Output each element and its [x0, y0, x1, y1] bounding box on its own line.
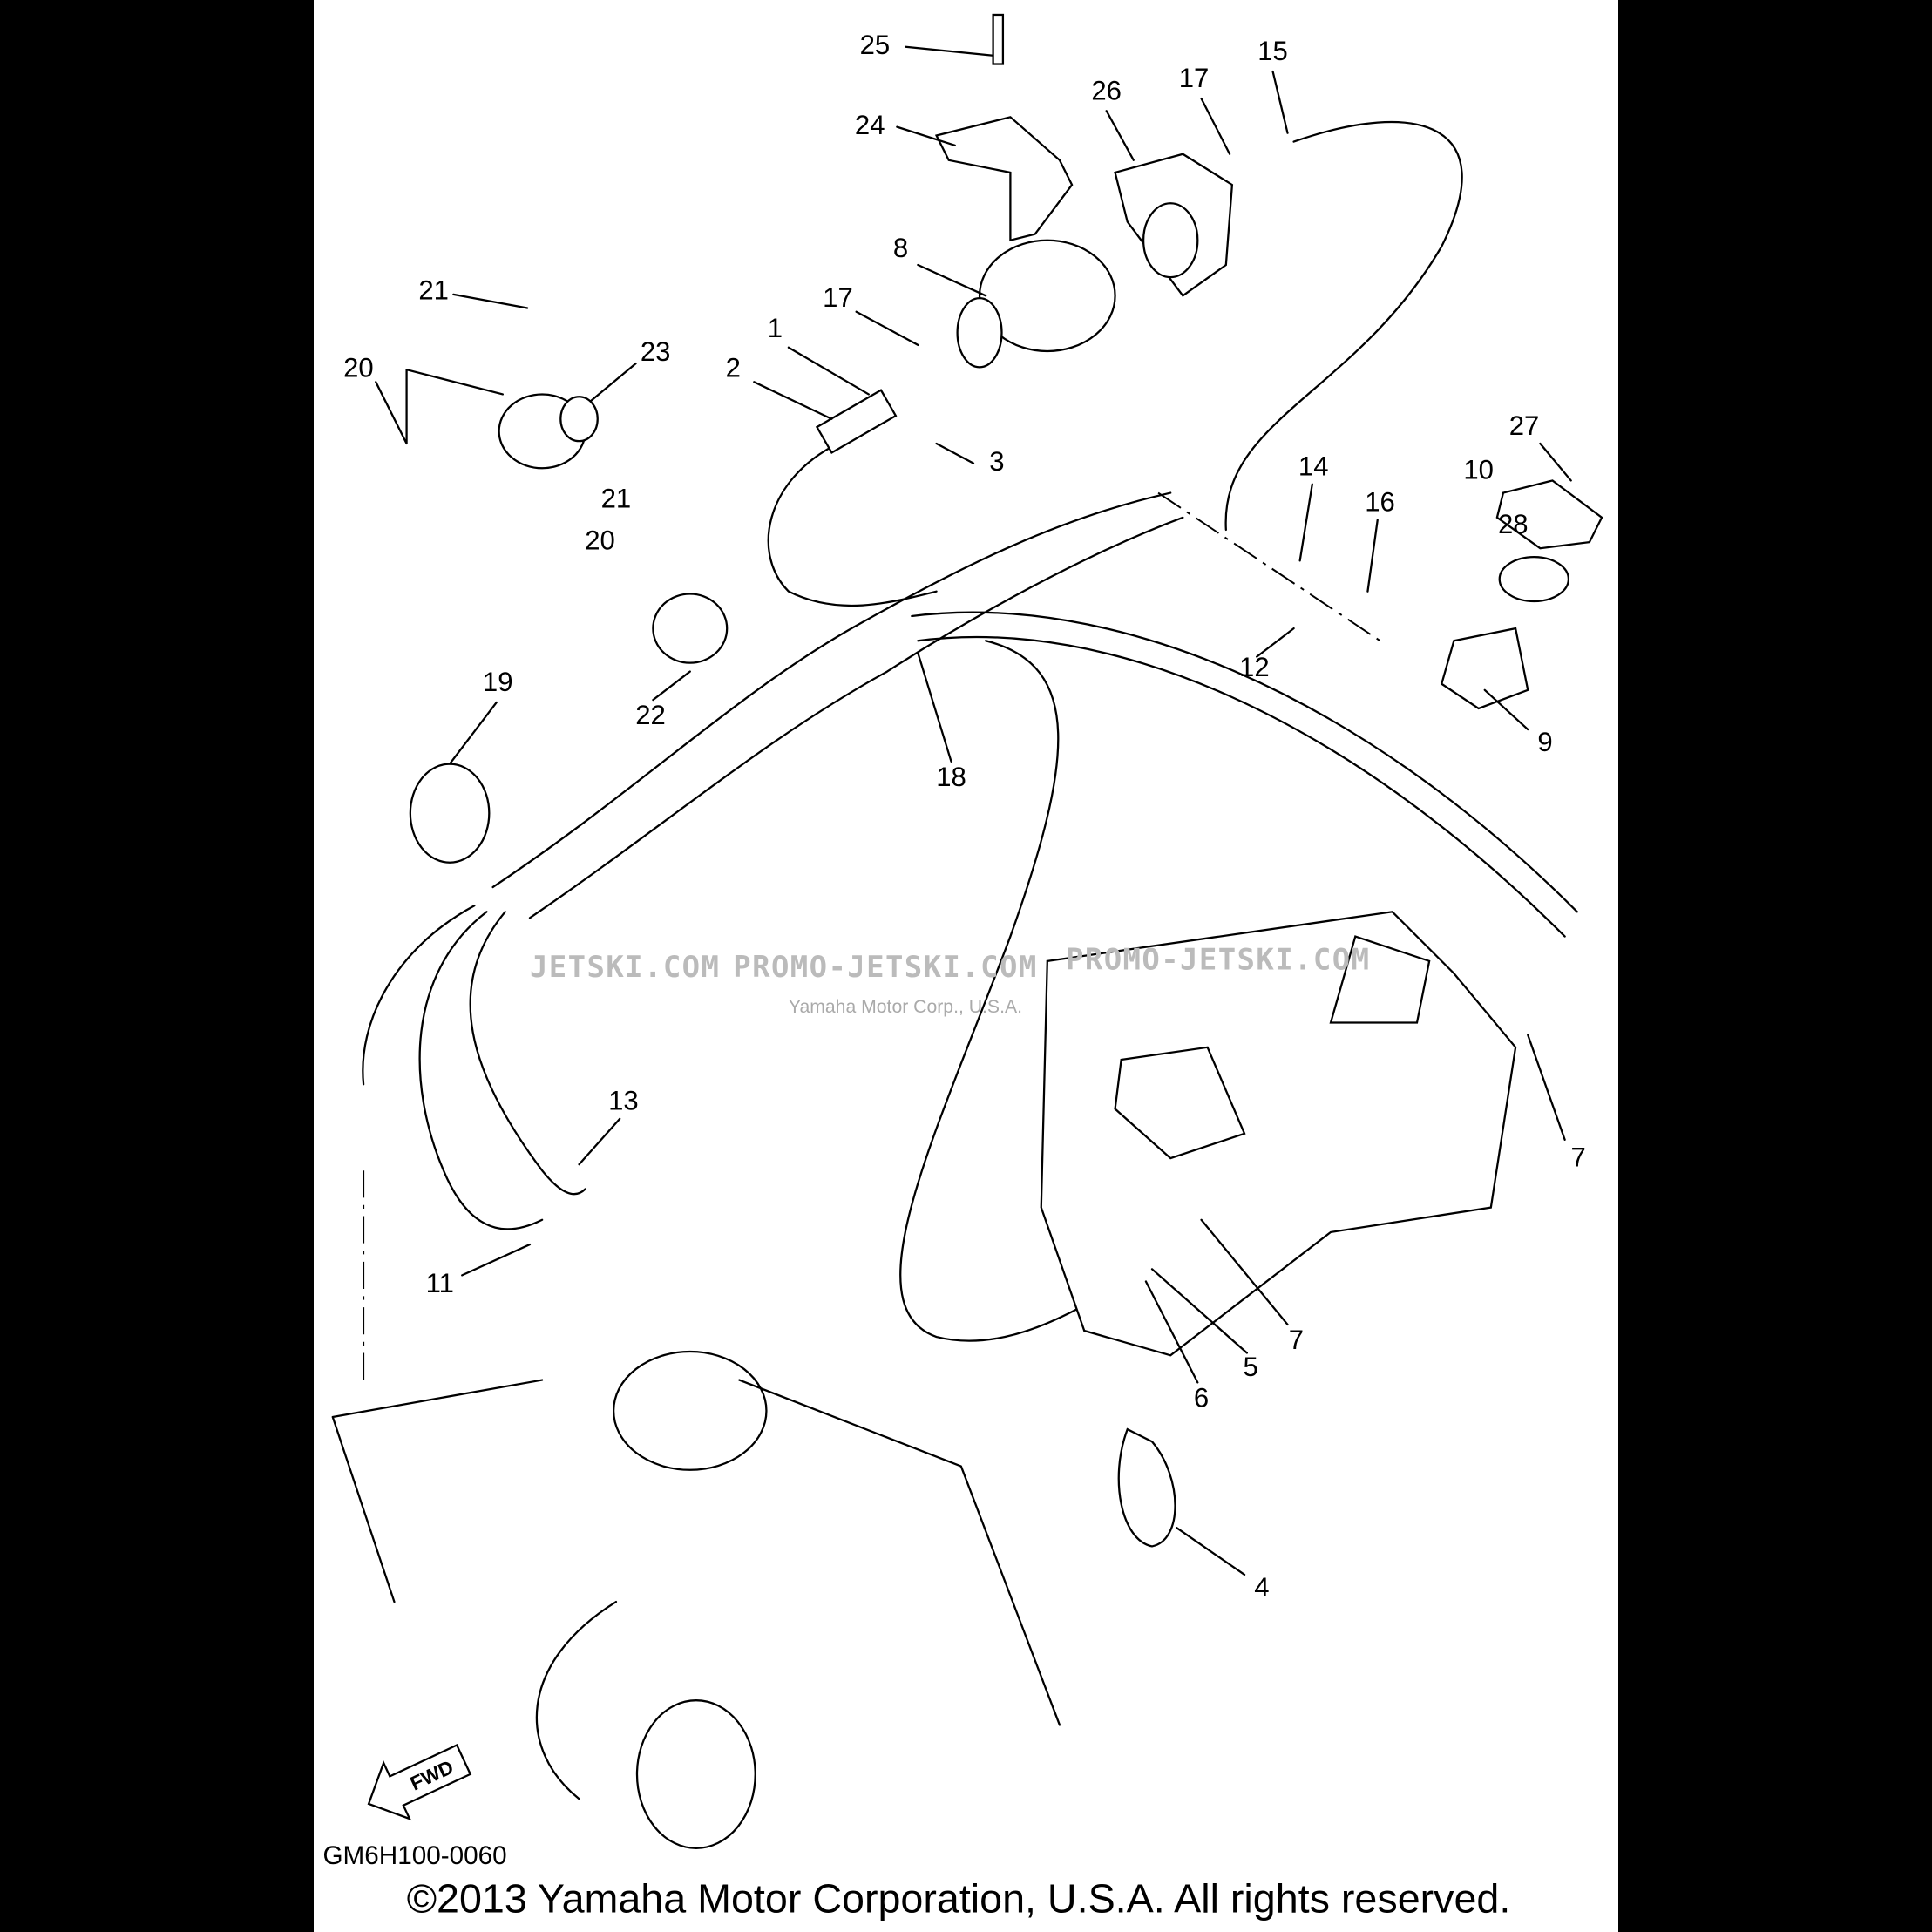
callout-18: 18 — [936, 762, 966, 792]
fwd-arrow-icon — [367, 1744, 472, 1821]
grommet-28 — [1498, 555, 1570, 603]
callout-10: 10 — [1463, 455, 1494, 485]
hose-1 — [767, 442, 938, 607]
watermark-overlay: Yamaha Motor Corp., U.S.A. — [789, 997, 1022, 1017]
vent-hose-15 — [1224, 120, 1463, 532]
tank-filler-neck — [635, 1699, 756, 1849]
fuel-pump-unit — [612, 1350, 768, 1471]
callout-6: 6 — [1194, 1382, 1209, 1413]
tie-19 — [409, 763, 491, 864]
callout-19: 19 — [483, 667, 513, 697]
rivet-25 — [992, 13, 1005, 65]
callout-28: 28 — [1498, 509, 1529, 539]
callout-27: 27 — [1509, 410, 1540, 441]
hose-13 — [469, 911, 586, 1196]
main-fuel-hose — [491, 491, 1184, 919]
callout-20: 20 — [343, 352, 374, 383]
callout-24: 24 — [855, 110, 885, 140]
clamp-20b — [652, 593, 729, 664]
callout-7: 7 — [1289, 1325, 1304, 1355]
callout-17: 17 — [823, 282, 853, 313]
callout-4: 4 — [1254, 1572, 1269, 1603]
callout-12: 12 — [1239, 652, 1270, 682]
callout-21: 21 — [418, 275, 449, 305]
callout-17: 17 — [1179, 63, 1210, 93]
callout-25: 25 — [860, 30, 891, 60]
carb-flange-2 — [1114, 1046, 1246, 1160]
hoses — [362, 120, 1578, 1380]
filter-cap — [956, 297, 1003, 369]
callout-2: 2 — [726, 352, 741, 383]
parts — [331, 13, 1603, 1849]
callout-3: 3 — [989, 446, 1004, 477]
fuel-filter-8 — [978, 239, 1116, 353]
watermark-middle: PROMO-JETSKI.COM — [733, 951, 1037, 985]
watermark-left: JETSKI.COM — [530, 951, 720, 985]
carb-flange-1 — [1329, 935, 1431, 1024]
clamp-23 — [559, 396, 599, 443]
callout-20: 20 — [585, 525, 615, 555]
callout-21: 21 — [601, 483, 632, 513]
watermark-right: PROMO-JETSKI.COM — [1066, 944, 1370, 978]
callout-15: 15 — [1257, 36, 1288, 66]
hose-11 — [418, 911, 544, 1230]
callout-16: 16 — [1365, 487, 1395, 518]
fuel-tank-outline — [331, 1379, 1061, 1800]
center-line — [1157, 491, 1381, 642]
callout-22: 22 — [635, 700, 666, 730]
carburetor — [1040, 911, 1517, 1357]
hose-joint-2 — [815, 389, 898, 455]
callout-14: 14 — [1298, 451, 1329, 482]
callout-23: 23 — [641, 336, 671, 367]
callout-26: 26 — [1091, 75, 1122, 105]
callout-8: 8 — [893, 233, 908, 263]
callout-13: 13 — [608, 1086, 639, 1116]
callout-5: 5 — [1243, 1352, 1257, 1382]
hose-left — [362, 905, 476, 1086]
callout-1: 1 — [768, 313, 783, 343]
plate-10 — [1495, 479, 1603, 550]
callout-9: 9 — [1537, 727, 1552, 757]
copyright-notice: ©2013 Yamaha Motor Corporation, U.S.A. A… — [407, 1875, 1511, 1921]
clamp-4 — [1117, 1427, 1176, 1548]
leader-lines — [375, 45, 1572, 1576]
valve-9 — [1440, 627, 1529, 710]
hose-5 — [899, 640, 1148, 1342]
callout-7: 7 — [1571, 1142, 1586, 1173]
watermark: JETSKI.COM PROMO-JETSKI.COM PROMO-JETSKI… — [530, 944, 1370, 1017]
return-hose — [911, 611, 1578, 938]
holder-opening — [1142, 202, 1199, 279]
fwd-arrow: FWD — [367, 1744, 472, 1821]
bracket-24 — [934, 116, 1074, 242]
callout-11: 11 — [426, 1268, 454, 1298]
diagram-code: GM6H100-0060 — [322, 1841, 506, 1870]
